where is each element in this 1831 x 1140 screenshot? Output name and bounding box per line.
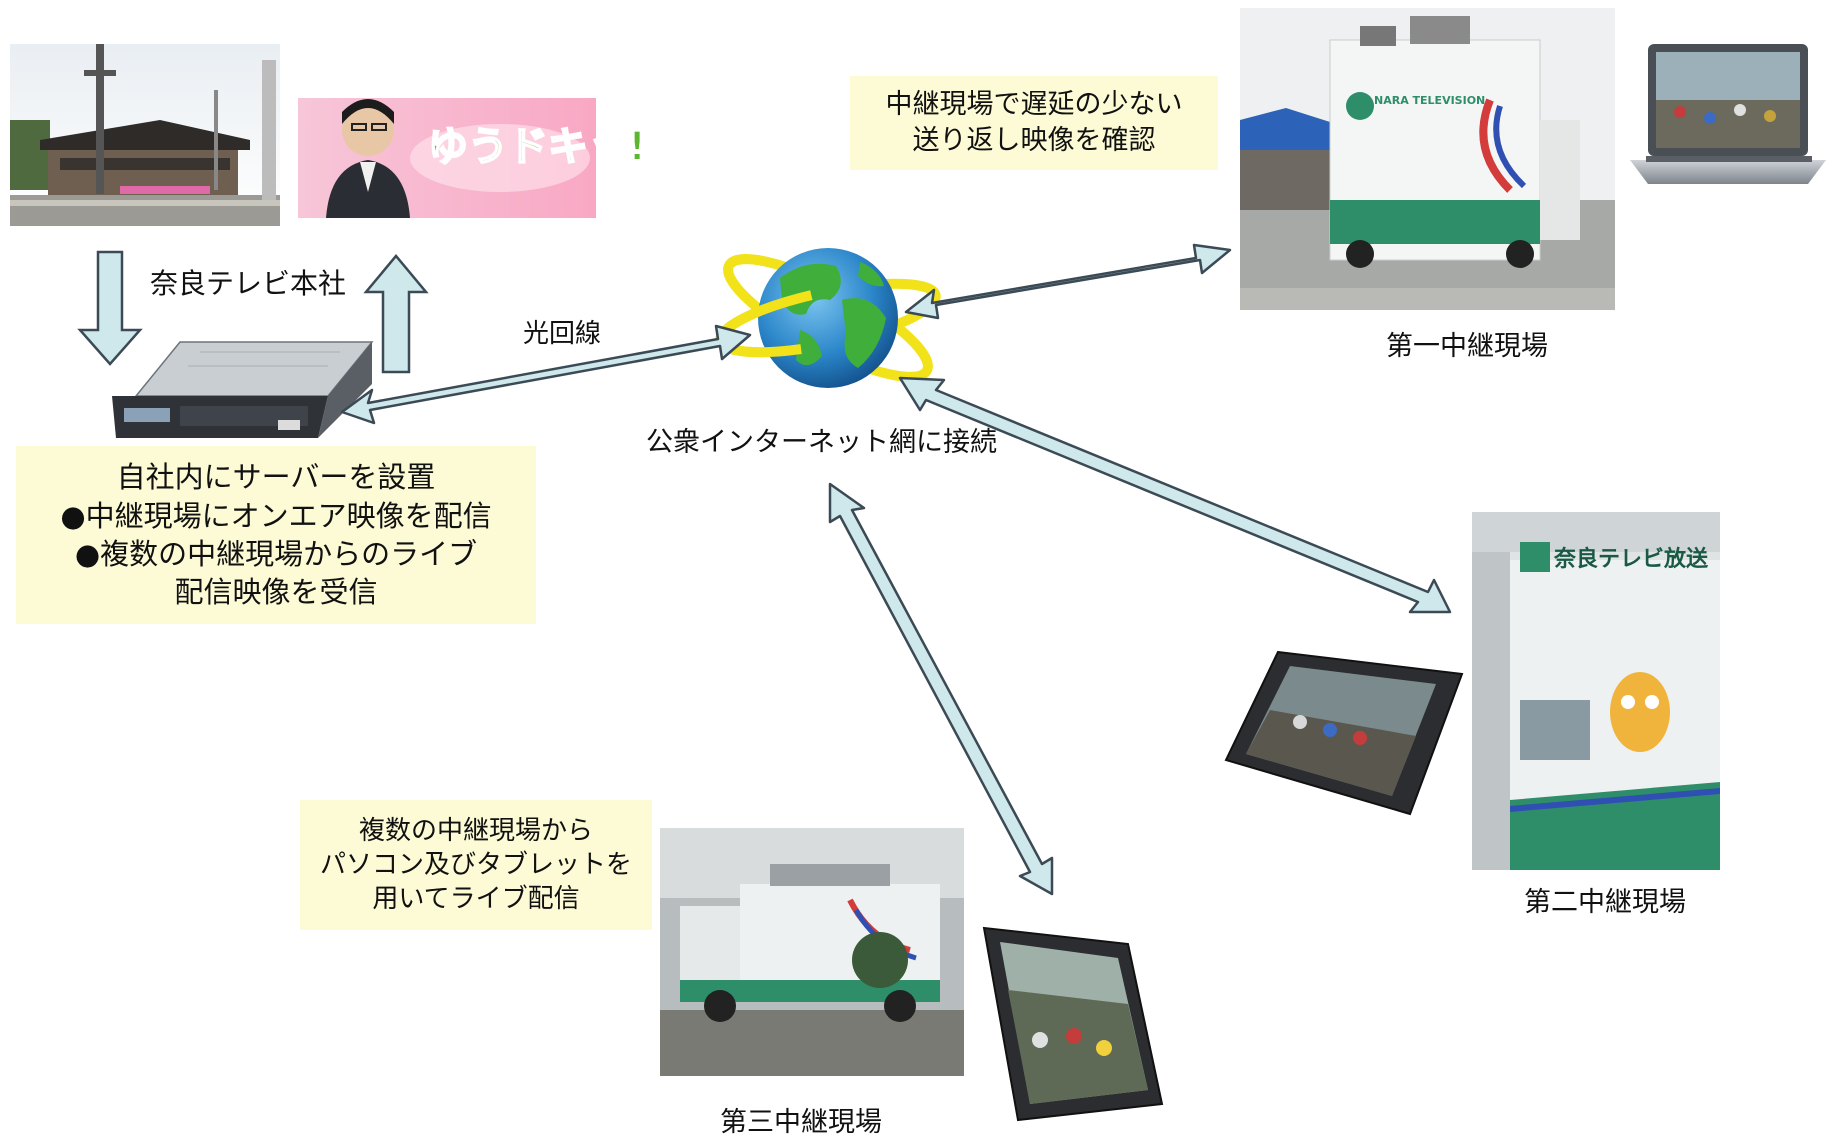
site3-note-line: パソコン及びタブレットを [319, 849, 632, 880]
server-note-line: 自社内にサーバーを設置 [116, 460, 436, 495]
hq-label: 奈良テレビ本社 [150, 267, 347, 300]
fiber-line-arrow [340, 324, 752, 425]
site2-label: 第二中継現場 [1524, 887, 1686, 918]
hq-down-arrow [77, 250, 143, 366]
hq-building-photo [10, 44, 280, 226]
server-note-line: ●複数の中継現場からのライブ [74, 537, 478, 571]
site3-tablet-icon [982, 926, 1164, 1122]
site1-truck-logo-text: NARA TELEVISION [1374, 94, 1485, 107]
site3-label: 第三中継現場 [720, 1107, 882, 1138]
site1-laptop-icon [1630, 44, 1826, 184]
site2-link-arrow [898, 376, 1452, 614]
site1-link-arrow [904, 243, 1232, 320]
server-rack [112, 341, 374, 438]
site2-truck-photo: 奈良テレビ放送 [1472, 512, 1720, 870]
server-note-line: ●中継現場にオンエア映像を配信 [60, 498, 492, 533]
site3-note-line: 複数の中継現場から [358, 815, 593, 846]
program-logo-text: ゆうドキッ! [428, 124, 646, 170]
site1-note-line: 送り返し映像を確認 [912, 125, 1156, 156]
site1-note: 中継現場で遅延の少ない 送り返し映像を確認 [850, 76, 1218, 170]
site3-note: 複数の中継現場から パソコン及びタブレットを 用いてライブ配信 [300, 800, 652, 930]
server-note: 自社内にサーバーを設置 ●中継現場にオンエア映像を配信 ●複数の中継現場からのラ… [16, 446, 536, 624]
hq-up-arrow [363, 254, 429, 374]
site3-ob-truck-photo [660, 828, 964, 1076]
site1-note-line: 中継現場で遅延の少ない [885, 89, 1183, 121]
site2-tablet-icon [1224, 650, 1464, 816]
site1-ob-truck-photo: NARA TELEVISION [1240, 8, 1615, 310]
internet-globe-icon [715, 248, 941, 388]
site2-truck-logo-text: 奈良テレビ放送 [1553, 546, 1708, 572]
program-promo-image: ゆうドキッ! [298, 98, 647, 218]
site1-label: 第一中継現場 [1386, 331, 1548, 362]
internet-label: 公衆インターネット網に接続 [646, 427, 997, 458]
fiber-line-label: 光回線 [523, 319, 602, 349]
site3-link-arrow [828, 482, 1054, 896]
server-note-line: 配信映像を受信 [174, 575, 378, 610]
site3-note-line: 用いてライブ配信 [372, 884, 580, 915]
